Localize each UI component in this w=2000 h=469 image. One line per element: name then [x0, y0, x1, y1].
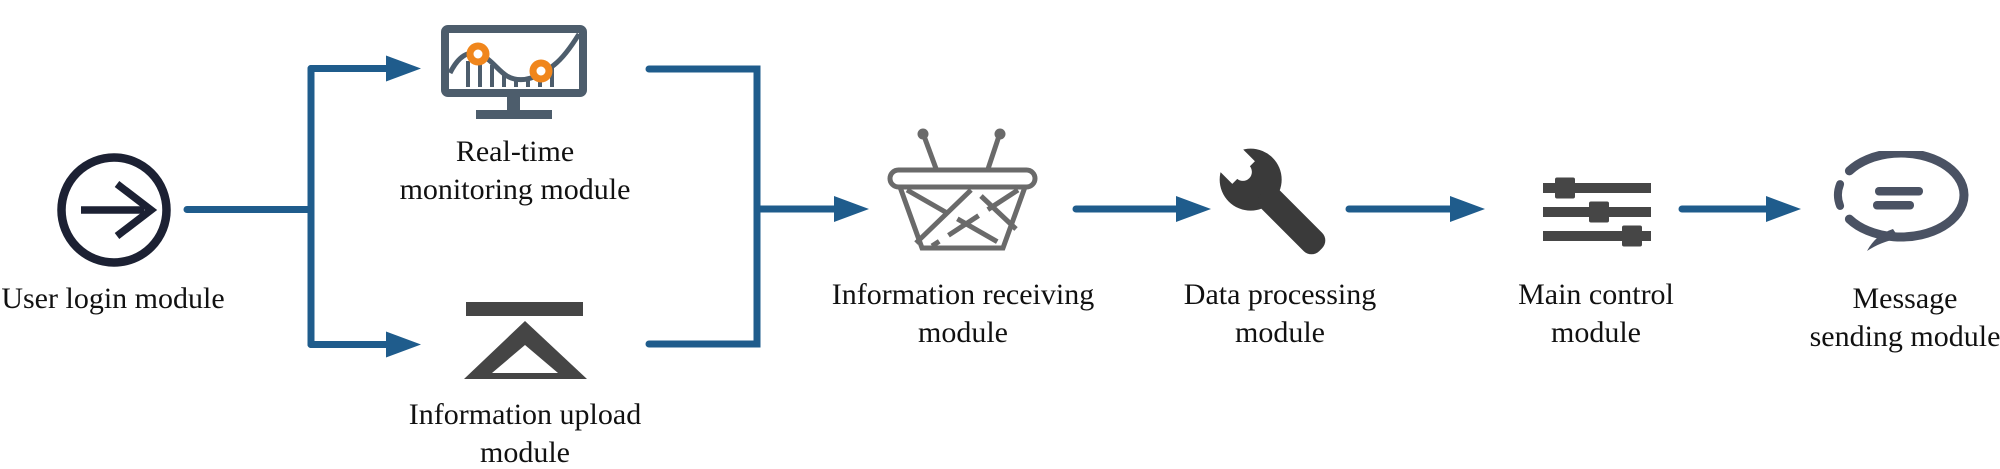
- label-real-time-monitoring: Real-time monitoring module: [345, 133, 685, 209]
- label-line: Main control: [1518, 278, 1674, 311]
- label-user-login: User login module: [0, 280, 283, 318]
- label-data-processing: Data processing module: [1110, 276, 1450, 352]
- monitor-chart-icon: [441, 25, 587, 119]
- arrowhead-to-control: [1450, 196, 1485, 222]
- label-line: module: [1235, 316, 1325, 349]
- arrowhead-to-monitoring: [386, 55, 421, 82]
- upload-triangle-icon: [464, 302, 587, 379]
- login-arrow-circle-icon: [57, 153, 171, 267]
- label-line: monitoring module: [399, 173, 631, 206]
- arrowhead-to-processing: [1176, 196, 1211, 222]
- basket-antenna-icon: [887, 128, 1038, 251]
- label-information-receiving: Information receiving module: [793, 276, 1133, 352]
- label-message-sending: Message sending module: [1735, 280, 2000, 356]
- label-main-control: Main control module: [1426, 276, 1766, 352]
- speech-bubble-icon: [1833, 151, 1969, 251]
- label-line: module: [1551, 316, 1641, 349]
- label-line: module: [480, 436, 570, 469]
- label-information-upload: Information upload module: [355, 396, 695, 469]
- wrench-icon: [1209, 140, 1326, 255]
- label-line: sending module: [1809, 320, 2000, 353]
- arrowhead-to-receiving: [834, 196, 869, 222]
- label-line: Message: [1852, 282, 1958, 315]
- label-line: module: [918, 316, 1008, 349]
- arrowhead-to-upload: [386, 331, 421, 358]
- sliders-icon: [1543, 177, 1651, 247]
- label-line: User login module: [1, 282, 225, 315]
- label-line: Real-time: [455, 135, 575, 168]
- label-line: Information receiving: [831, 278, 1095, 311]
- label-line: Data processing: [1183, 278, 1377, 311]
- label-line: Information upload: [408, 398, 642, 431]
- arrowhead-to-sending: [1766, 196, 1801, 222]
